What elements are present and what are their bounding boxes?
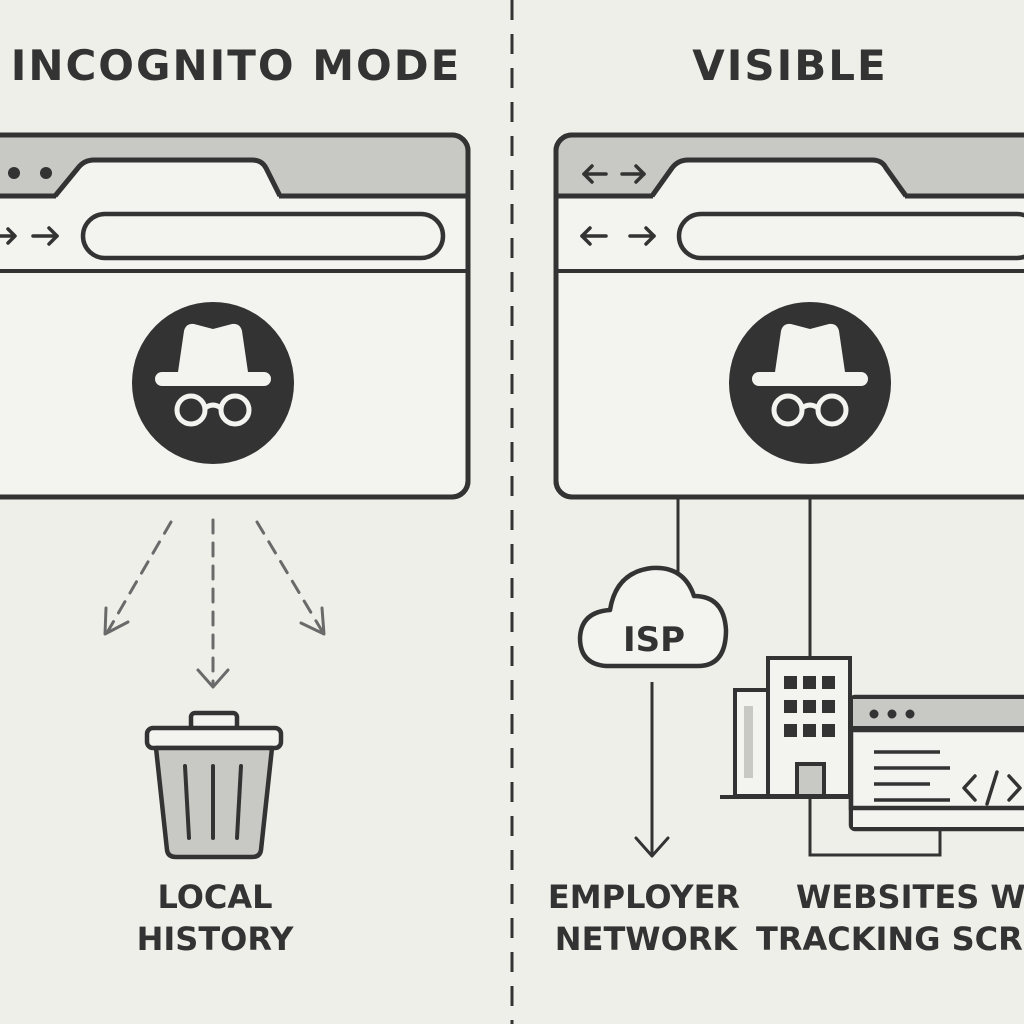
local-history-label-line2: HISTORY: [137, 920, 295, 958]
trash-can-icon: [144, 710, 284, 860]
left-browser-window: [0, 132, 471, 500]
forward-arrow-icon[interactable]: [620, 164, 646, 184]
employer-network-label-line1: EMPLOYER: [548, 878, 740, 916]
websites-label-line2: TRACKING SCRIPTS: [756, 920, 1024, 958]
incognito-icon: [729, 302, 891, 464]
connector-line: [808, 797, 942, 857]
forward-arrow-icon[interactable]: [628, 226, 656, 246]
arrowhead-icon: [299, 606, 326, 636]
arrowhead-icon: [634, 836, 670, 858]
arrowhead-icon: [103, 606, 130, 636]
cloud-icon: [577, 565, 729, 669]
dashed-arrow: [106, 520, 173, 633]
deletion-arrows: [106, 518, 324, 687]
isp-label: ISP: [623, 620, 685, 660]
window-dot-icon: [40, 167, 52, 179]
dashed-arrow: [255, 520, 324, 633]
left-title: INCOGNITO MODE: [11, 41, 462, 90]
incognito-icon: [132, 302, 294, 464]
arrowhead-icon: [196, 668, 230, 689]
back-arrow-icon[interactable]: [582, 164, 608, 184]
back-arrow-icon[interactable]: [580, 226, 608, 246]
address-bar[interactable]: [80, 211, 446, 261]
employer-network-label-line2: NETWORK: [555, 920, 739, 958]
office-building-icon: [720, 656, 860, 799]
website-window: [848, 694, 1024, 832]
right-browser-window: [553, 132, 1024, 500]
forward-arrow-icon[interactable]: [0, 227, 17, 245]
window-dot-icon: [8, 167, 20, 179]
forward-arrow-icon[interactable]: [31, 226, 59, 246]
address-bar[interactable]: [676, 211, 1024, 261]
local-history-label-line1: LOCAL: [157, 878, 272, 916]
websites-label-line1: WEBSITES WITH: [796, 878, 1024, 916]
code-icon: [962, 770, 1022, 806]
right-title: VISIBLE: [692, 41, 887, 90]
